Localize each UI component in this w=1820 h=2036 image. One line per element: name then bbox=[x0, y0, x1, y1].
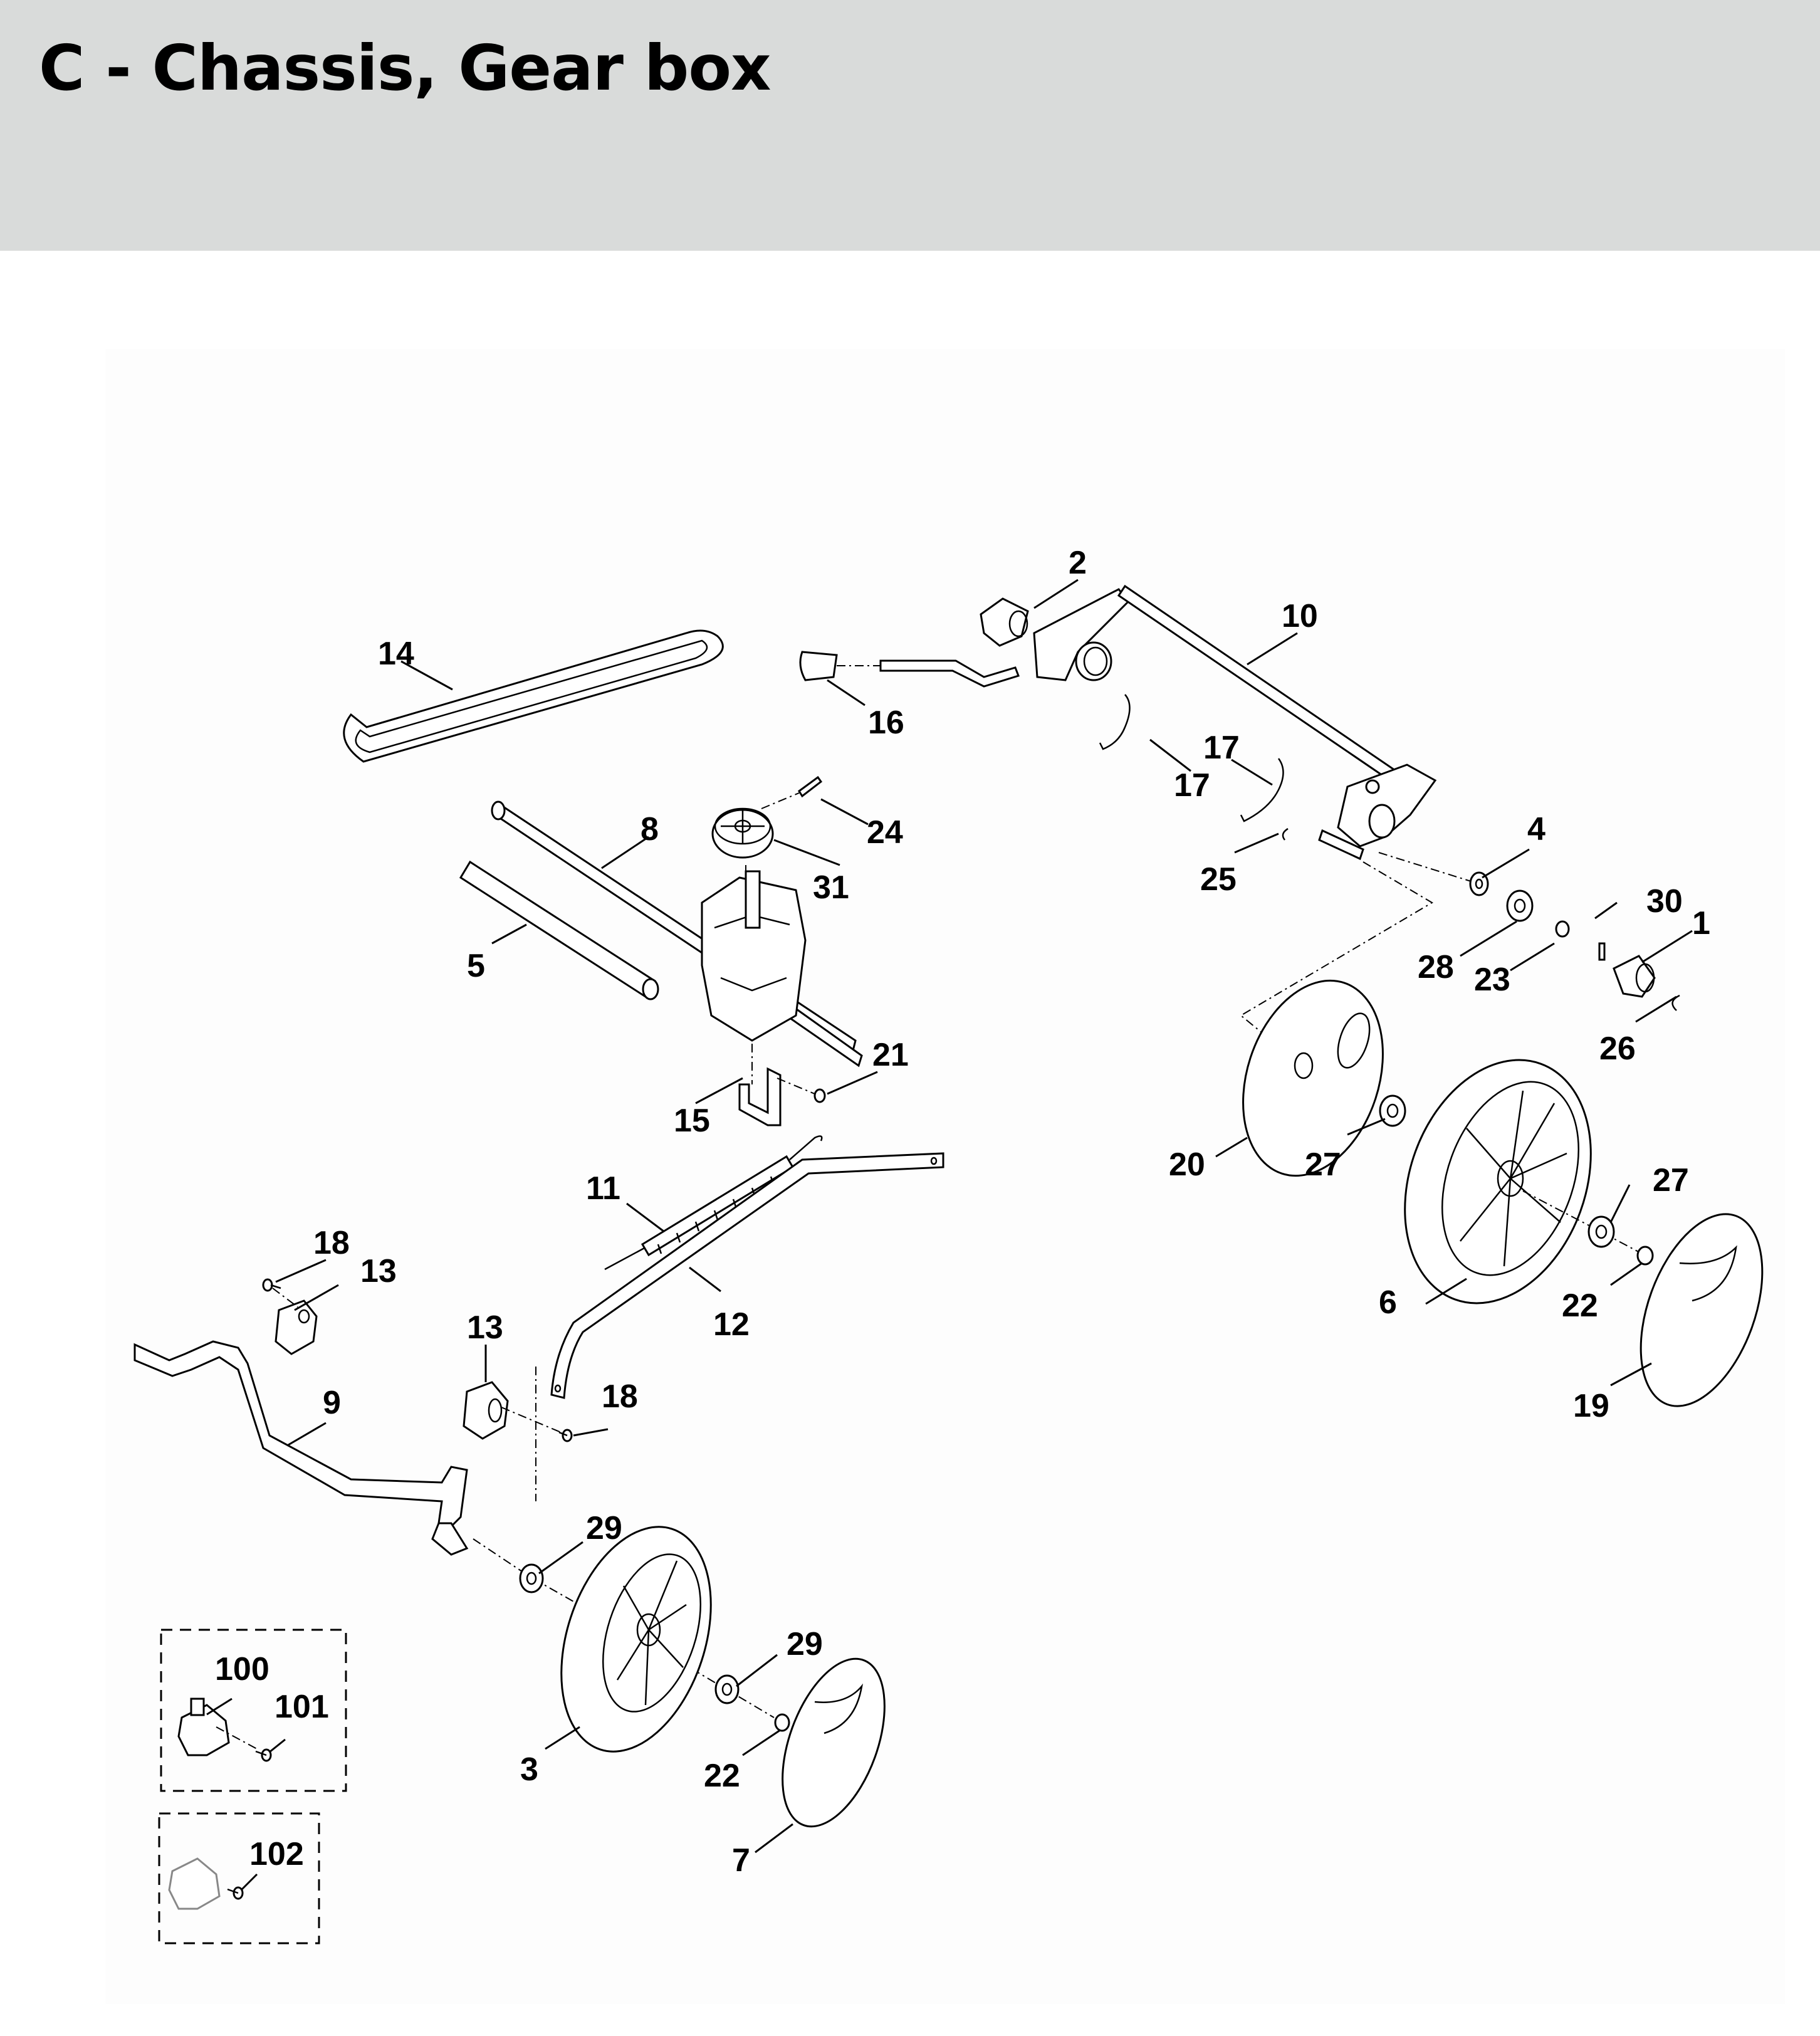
height-lever-part[interactable] bbox=[879, 659, 1020, 688]
callout-13-right[interactable]: 13 bbox=[467, 1309, 503, 1346]
drive-belt-part[interactable] bbox=[343, 629, 724, 763]
callout-29-upper[interactable]: 29 bbox=[586, 1510, 622, 1546]
key-part[interactable] bbox=[1598, 942, 1606, 961]
screw-part[interactable] bbox=[227, 1886, 244, 1900]
bearing-part[interactable] bbox=[519, 1563, 544, 1593]
bearing-part[interactable] bbox=[1506, 889, 1534, 922]
callout-20[interactable]: 20 bbox=[1169, 1147, 1205, 1183]
option-box-100 bbox=[160, 1629, 347, 1792]
callout-17-lower[interactable]: 17 bbox=[1174, 767, 1210, 804]
front-axle-part[interactable] bbox=[133, 1340, 469, 1556]
callout-23[interactable]: 23 bbox=[1474, 962, 1510, 998]
rear-axle-bracket-part[interactable] bbox=[1033, 584, 1437, 861]
nut-part[interactable] bbox=[1636, 1246, 1654, 1266]
callout-4[interactable]: 4 bbox=[1527, 811, 1545, 847]
callout-13-left[interactable]: 13 bbox=[360, 1253, 397, 1289]
callout-27-right[interactable]: 27 bbox=[1653, 1162, 1689, 1199]
callout-17-upper[interactable]: 17 bbox=[1203, 730, 1240, 766]
tension-spring-part[interactable] bbox=[604, 1135, 823, 1271]
callout-102[interactable]: 102 bbox=[249, 1836, 304, 1872]
screw-part[interactable] bbox=[813, 1088, 826, 1103]
page-title: C - Chassis, Gear box bbox=[39, 31, 771, 105]
callout-24[interactable]: 24 bbox=[867, 814, 903, 851]
callout-16[interactable]: 16 bbox=[868, 705, 904, 741]
height-adjuster-kit-part[interactable] bbox=[168, 1857, 221, 1910]
pulley-part[interactable] bbox=[711, 807, 774, 859]
assembly-line bbox=[761, 792, 800, 809]
callout-6[interactable]: 6 bbox=[1379, 1284, 1397, 1321]
rear-hubcap-part[interactable] bbox=[1617, 1198, 1786, 1423]
callout-100[interactable]: 100 bbox=[215, 1651, 269, 1687]
axle-bracket-part[interactable] bbox=[275, 1299, 318, 1355]
circlip-part[interactable] bbox=[1671, 994, 1680, 1011]
pin-part[interactable] bbox=[797, 775, 823, 798]
callout-15[interactable]: 15 bbox=[674, 1103, 710, 1139]
screw-part[interactable] bbox=[255, 1748, 272, 1762]
height-adjuster-kit-part[interactable] bbox=[177, 1698, 230, 1756]
wheel-pinion-part[interactable] bbox=[1613, 955, 1656, 998]
callout-11[interactable]: 11 bbox=[586, 1170, 620, 1207]
torsion-spring-part[interactable] bbox=[1240, 758, 1284, 822]
callout-9[interactable]: 9 bbox=[323, 1385, 341, 1421]
callout-29-lower[interactable]: 29 bbox=[787, 1626, 823, 1662]
tube-part[interactable] bbox=[459, 860, 659, 1000]
option-box-102 bbox=[158, 1812, 320, 1944]
callout-28[interactable]: 28 bbox=[1418, 949, 1454, 985]
callout-26[interactable]: 26 bbox=[1599, 1031, 1636, 1067]
assembly-line bbox=[501, 1407, 562, 1433]
callout-30[interactable]: 30 bbox=[1646, 883, 1683, 920]
gearbox-bracket-part[interactable] bbox=[738, 1067, 782, 1126]
callout-22-front[interactable]: 22 bbox=[704, 1758, 740, 1794]
callout-8[interactable]: 8 bbox=[641, 811, 659, 847]
screw-part[interactable] bbox=[558, 1429, 573, 1442]
bearing-part[interactable] bbox=[1379, 1094, 1406, 1127]
torsion-spring-part[interactable] bbox=[1099, 694, 1131, 750]
callout-31[interactable]: 31 bbox=[813, 869, 849, 906]
assembly-line bbox=[216, 1726, 258, 1750]
leader-lines bbox=[206, 579, 1693, 1891]
callout-3[interactable]: 3 bbox=[520, 1751, 538, 1788]
callout-18-right[interactable]: 18 bbox=[602, 1378, 638, 1415]
page-header: C - Chassis, Gear box bbox=[0, 0, 1820, 251]
callout-1[interactable]: 1 bbox=[1692, 905, 1710, 942]
nut-part[interactable] bbox=[774, 1713, 790, 1732]
callout-14[interactable]: 14 bbox=[378, 636, 414, 672]
bearing-part[interactable] bbox=[714, 1674, 740, 1704]
callout-22-rear[interactable]: 22 bbox=[1562, 1288, 1598, 1324]
callout-12[interactable]: 12 bbox=[713, 1306, 750, 1343]
assembly-line bbox=[272, 1288, 298, 1308]
rear-wheel-inner-cover-part[interactable] bbox=[1220, 962, 1407, 1194]
callout-10[interactable]: 10 bbox=[1282, 598, 1318, 634]
assembly-line bbox=[1378, 852, 1480, 884]
callout-19[interactable]: 19 bbox=[1573, 1388, 1609, 1424]
screw-part[interactable] bbox=[262, 1278, 281, 1292]
callout-2[interactable]: 2 bbox=[1069, 545, 1087, 581]
gearbox-part[interactable] bbox=[701, 870, 807, 1042]
callout-7[interactable]: 7 bbox=[732, 1842, 750, 1879]
clip-part[interactable] bbox=[1282, 827, 1289, 841]
callout-25[interactable]: 25 bbox=[1200, 861, 1237, 898]
rear-wheel-part[interactable] bbox=[1373, 1034, 1623, 1330]
front-hubcap-part[interactable] bbox=[762, 1645, 904, 1840]
front-wheel-part[interactable] bbox=[535, 1508, 738, 1771]
callout-21[interactable]: 21 bbox=[872, 1037, 909, 1073]
rear-pinion-part[interactable] bbox=[980, 597, 1029, 647]
bearing-part[interactable] bbox=[1587, 1215, 1615, 1248]
axle-bracket-part[interactable] bbox=[463, 1381, 509, 1440]
callout-18-left[interactable]: 18 bbox=[313, 1225, 350, 1261]
callout-27-left[interactable]: 27 bbox=[1305, 1147, 1341, 1183]
washer-part[interactable] bbox=[1469, 871, 1489, 896]
adjustment-rod-part[interactable] bbox=[550, 1152, 944, 1399]
lever-knob-part[interactable] bbox=[799, 651, 838, 681]
ring-part[interactable] bbox=[1555, 920, 1570, 938]
assembly-line bbox=[1240, 861, 1433, 1044]
assembly-line bbox=[777, 1078, 815, 1094]
callout-5[interactable]: 5 bbox=[467, 948, 485, 984]
callout-101[interactable]: 101 bbox=[275, 1689, 329, 1725]
